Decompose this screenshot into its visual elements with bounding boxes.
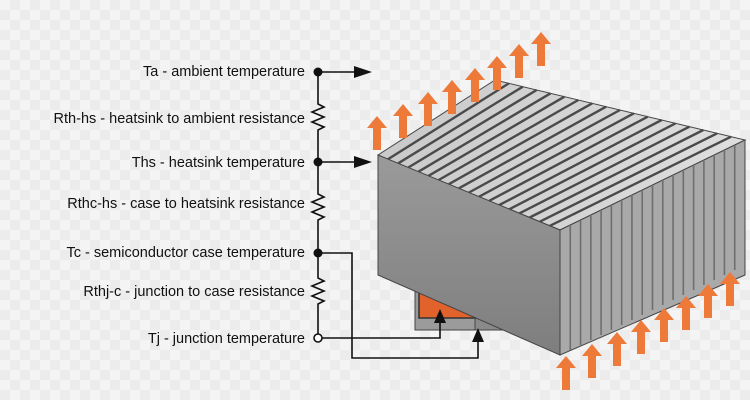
heat-flow-up-icon [531, 32, 551, 66]
fin-gap [549, 135, 732, 227]
heat-flow-in-icon [698, 284, 718, 318]
heat-flow-up-icon [442, 80, 462, 114]
heat-flow-in-icon [631, 320, 651, 354]
tj-lead [318, 322, 441, 339]
fin-gap [468, 108, 621, 194]
fin-gap [387, 82, 510, 161]
fin-gap [438, 98, 579, 182]
node-open-icon [313, 333, 323, 343]
heat-flow-in-icon [676, 296, 696, 330]
heat-flow-in-icon [720, 272, 740, 306]
label-ta: Ta - ambient temperature [143, 64, 305, 80]
arrow-up-icon [472, 328, 484, 342]
heat-flow-up-icon [418, 92, 438, 126]
heat-flow-up-icon [509, 44, 529, 78]
heat-flow-up-icon [465, 68, 485, 102]
arrow-right-icon [354, 156, 372, 168]
fin-gap [508, 122, 677, 211]
fin-gap [478, 112, 635, 198]
fin-gap [458, 105, 607, 190]
label-tj: Tj - junction temperature [147, 331, 305, 347]
fin-gap [448, 102, 593, 186]
label-rthj-c: Rthj-c - junction to case resistance [83, 284, 305, 300]
label-rth-hs: Rth-hs - heatsink to ambient resistance [53, 111, 305, 127]
label-tc: Tc - semiconductor case temperature [66, 245, 305, 261]
heat-flow-in-icon [556, 356, 576, 390]
heatsink-fins [387, 82, 736, 350]
fin-gap [488, 115, 649, 202]
fin-gap [417, 92, 552, 173]
heat-flow-in-icon [654, 308, 674, 342]
label-ths: Ths - heatsink temperature [131, 155, 305, 171]
fin-gap [519, 125, 690, 215]
arrow-up-icon [434, 309, 446, 323]
circuit-bus [309, 72, 327, 338]
fin-gap [407, 88, 538, 169]
node-dot-icon [313, 157, 323, 167]
heat-flow-arrows [367, 32, 740, 390]
heat-flow-up-icon [393, 104, 413, 138]
fin-gap [498, 118, 663, 207]
fin-gap [427, 95, 566, 177]
heat-flow-in-icon [607, 332, 627, 366]
tc-lead [318, 252, 479, 359]
fin-gap [397, 85, 524, 165]
arrow-right-icon [354, 66, 372, 78]
heatsink [376, 79, 747, 356]
node-dot-icon [313, 67, 323, 77]
node-dot-icon [313, 248, 323, 258]
heat-flow-in-icon [582, 344, 602, 378]
thermal-circuit [309, 71, 479, 359]
fin-gap [539, 132, 718, 223]
heat-flow-up-icon [487, 56, 507, 90]
label-rthc-hs: Rthc-hs - case to heatsink resistance [67, 196, 305, 212]
heat-flow-up-icon [367, 116, 387, 150]
fin-gap [529, 128, 704, 219]
